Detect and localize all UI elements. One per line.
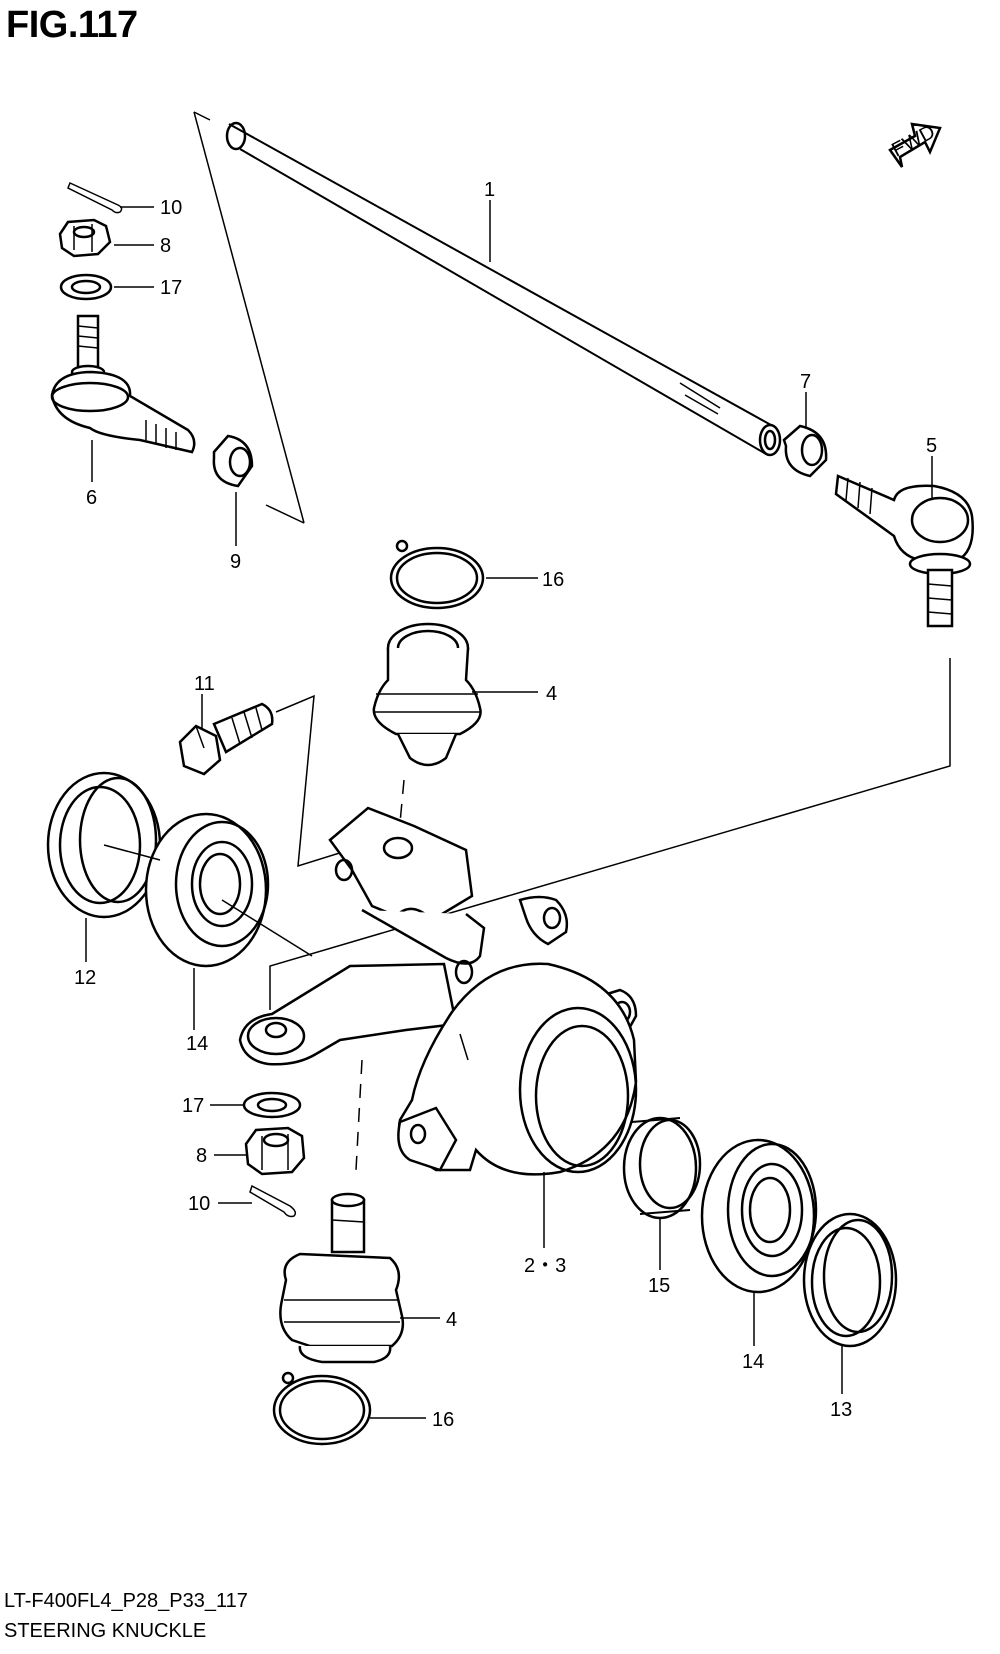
figure-code: LT-F400FL4_P28_P33_117 — [4, 1590, 248, 1612]
circlip-part-16 — [389, 539, 485, 610]
assembly-line — [193, 111, 305, 524]
assembly-line — [265, 504, 305, 524]
fwd-direction-arrow: FWD — [888, 121, 942, 168]
tie-rod-end-part-6 — [50, 314, 196, 454]
ball-joint-part-4-lower — [279, 1192, 405, 1364]
callout-5: 5 — [926, 435, 937, 457]
bearing-part-14-left — [144, 812, 270, 968]
callout-12: 12 — [74, 967, 96, 989]
callout-11: 11 — [194, 673, 215, 695]
leader-lines — [85, 200, 933, 1419]
callout-7: 7 — [800, 371, 811, 393]
castle-nut-part-8 — [58, 218, 112, 258]
callout-14-left: 14 — [186, 1033, 208, 1055]
assembly-line — [275, 694, 363, 868]
callout-6: 6 — [86, 487, 97, 509]
tie-rod-end-part-5 — [834, 474, 974, 628]
bolt-part-11 — [178, 702, 274, 776]
callout-4-upper: 4 — [546, 683, 557, 705]
lock-nut-part-9 — [212, 434, 254, 488]
callout-16-lower: 16 — [432, 1409, 454, 1431]
washer-part-17 — [59, 273, 113, 301]
circlip-part-16-lower — [272, 1371, 372, 1446]
callout-9: 9 — [230, 551, 241, 573]
figure-name: STEERING KNUCKLE — [4, 1620, 207, 1642]
callout-15: 15 — [648, 1275, 670, 1297]
callout-8-upper: 8 — [160, 235, 171, 257]
ball-joint-part-4-upper — [372, 622, 482, 767]
assembly-line — [103, 844, 161, 861]
assembly-line — [221, 899, 313, 957]
callout-8-lower: 8 — [196, 1145, 207, 1167]
assembly-line — [355, 1059, 363, 1171]
assembly-line — [193, 111, 211, 121]
washer-part-17-lower — [242, 1091, 302, 1119]
castle-nut-part-8-lower — [244, 1126, 306, 1176]
bearing-part-14-right — [700, 1138, 818, 1294]
callout-17-upper: 17 — [160, 277, 182, 299]
callout-2-3: 2・3 — [524, 1255, 566, 1277]
callout-10-lower: 10 — [188, 1193, 210, 1215]
callout-10-upper: 10 — [160, 197, 182, 219]
callout-1: 1 — [484, 179, 495, 201]
steering-knuckle-part-2-3 — [238, 806, 638, 1176]
cotter-pin-part-10 — [67, 181, 123, 214]
assembly-line — [269, 658, 951, 1010]
cotter-pin-part-10-lower — [249, 1184, 297, 1218]
oil-seal-part-13 — [802, 1212, 898, 1348]
callout-labels: 1 2・3 4 4 5 6 7 8 8 9 10 10 11 12 13 14 … — [74, 179, 937, 1431]
callout-14-middle: 14 — [742, 1351, 764, 1373]
tie-rod-part-1 — [225, 121, 782, 457]
lock-nut-part-7 — [782, 424, 828, 478]
callout-13: 13 — [830, 1399, 852, 1421]
callout-17-lower: 17 — [182, 1095, 204, 1117]
spacer-part-15 — [622, 1116, 702, 1220]
callout-16-upper: 16 — [542, 569, 564, 591]
figure-title: FIG.117 — [6, 4, 138, 46]
callout-4-lower: 4 — [446, 1309, 457, 1331]
